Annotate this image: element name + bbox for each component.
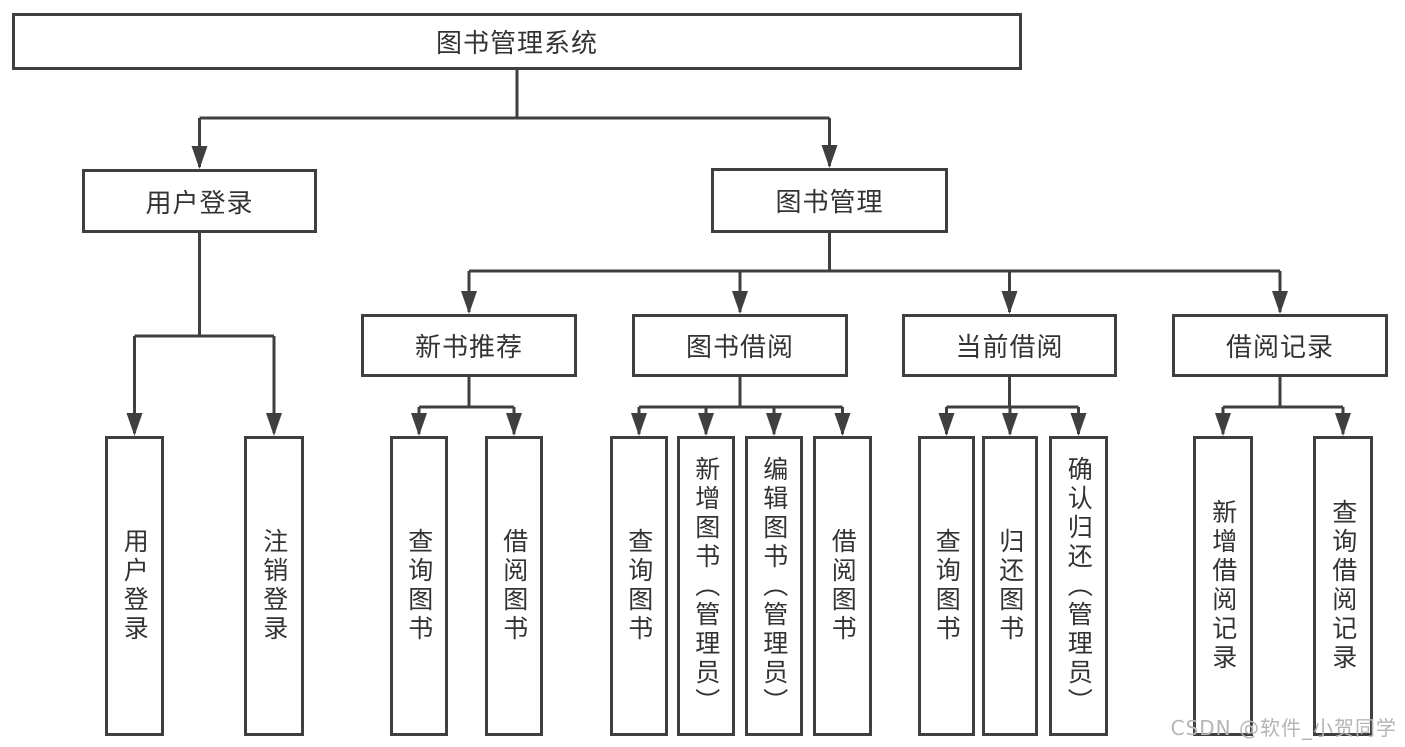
node-label: 图书借阅 (685, 333, 794, 363)
node-library-management-system: 图书管理系统 (12, 13, 1022, 70)
node-label: 查询图书 (404, 528, 434, 644)
node-label: 用户登录 (120, 528, 150, 644)
leaf-query-books-borrow: 查询图书 (610, 436, 668, 736)
node-label: 归还图书 (995, 528, 1025, 644)
node-current-borrow: 当前借阅 (902, 314, 1117, 377)
node-label: 借阅记录 (1225, 333, 1334, 363)
leaf-user-login: 用户登录 (105, 436, 164, 736)
leaf-borrow-books: 借阅图书 (813, 436, 872, 736)
leaf-edit-book-admin: 编辑图书（管理员） (745, 436, 803, 736)
leaf-query-books-recommend: 查询图书 (390, 436, 448, 736)
node-label: 借阅图书 (828, 528, 858, 644)
node-label: 注销登录 (259, 528, 289, 644)
leaf-borrow-books-recommend: 借阅图书 (485, 436, 543, 736)
node-label: 新增借阅记录 (1208, 499, 1238, 673)
leaf-add-book-admin: 新增图书（管理员） (677, 436, 735, 736)
node-borrow-records: 借阅记录 (1172, 314, 1388, 377)
node-book-borrow: 图书借阅 (632, 314, 848, 377)
node-label: 查询图书 (932, 528, 962, 644)
leaf-add-borrow-record: 新增借阅记录 (1193, 436, 1253, 736)
node-new-book-recommend: 新书推荐 (361, 314, 577, 377)
node-label: 查询图书 (624, 528, 654, 644)
leaf-query-borrow-record: 查询借阅记录 (1313, 436, 1373, 736)
node-label: 确认归还（管理员） (1064, 455, 1094, 717)
node-label: 图书管理 (775, 188, 884, 218)
node-label: 借阅图书 (499, 528, 529, 644)
node-label: 新书推荐 (414, 333, 523, 363)
node-book-management: 图书管理 (711, 168, 948, 233)
leaf-logout: 注销登录 (244, 436, 304, 736)
leaf-query-books-current: 查询图书 (918, 436, 975, 736)
leaf-return-book: 归还图书 (982, 436, 1038, 736)
arrowheads (126, 145, 1351, 436)
node-label: 用户登录 (145, 188, 254, 219)
node-label: 查询借阅记录 (1328, 499, 1358, 673)
node-label: 当前借阅 (955, 333, 1064, 363)
node-label: 图书管理系统 (435, 29, 598, 59)
node-user-login: 用户登录 (82, 169, 317, 233)
node-label: 新增图书（管理员） (691, 455, 721, 717)
leaf-confirm-return-admin: 确认归还（管理员） (1049, 436, 1108, 736)
node-label: 编辑图书（管理员） (759, 455, 789, 717)
csdn-watermark: CSDN @软件_小贺同学 (1170, 716, 1397, 740)
